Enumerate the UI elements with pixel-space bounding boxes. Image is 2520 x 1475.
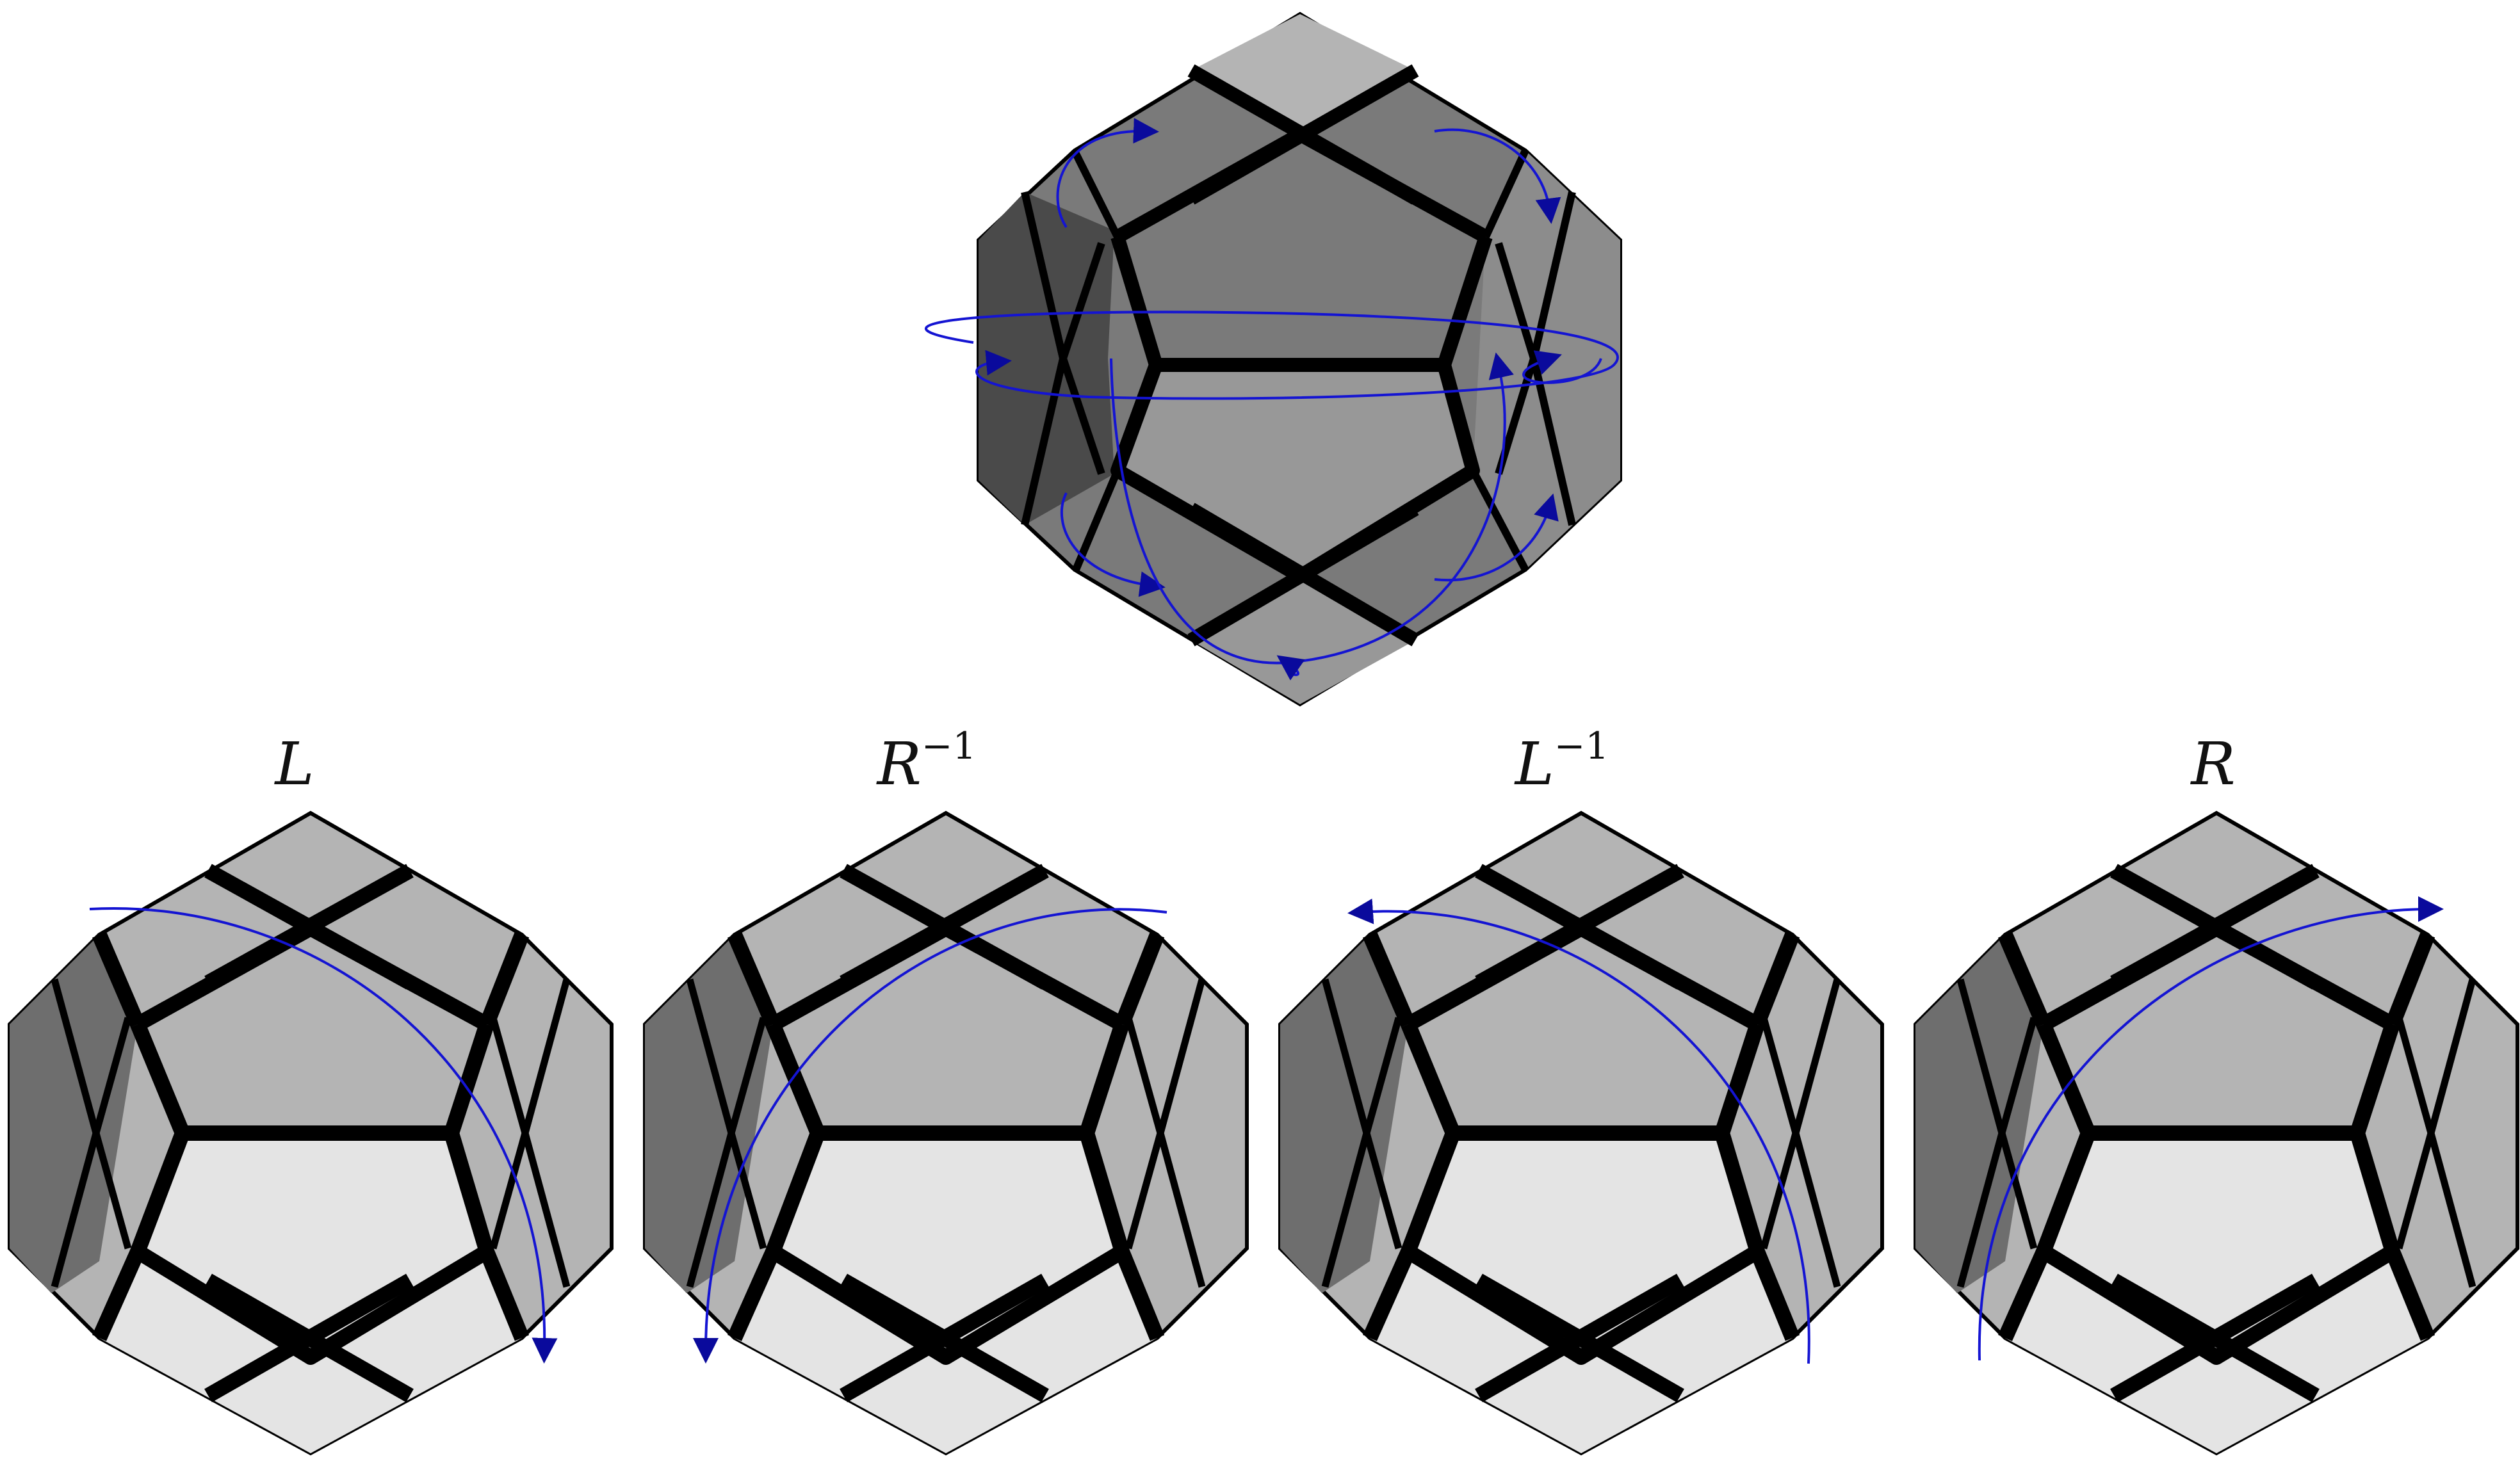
- panel-label: R−1: [876, 724, 977, 798]
- left-face: [1915, 935, 2044, 1293]
- overview-top-face: [1191, 14, 1415, 134]
- left-face: [1280, 935, 1408, 1293]
- rotation-arrow-icon: [1978, 896, 2444, 1361]
- panel-move-3: L−1: [1278, 724, 1884, 1456]
- panel-move-4: R: [1914, 730, 2519, 1456]
- panel-label: R: [2190, 730, 2235, 798]
- left-face: [645, 935, 773, 1293]
- overview-puzzle: [925, 12, 1622, 707]
- rotation-arrow-icon: [925, 118, 1619, 681]
- left-face: [10, 935, 138, 1293]
- overview-left-face: [979, 192, 1114, 525]
- panel-move-1: L: [8, 730, 614, 1456]
- rotation-arrow-icon: [693, 908, 1167, 1364]
- panel-label: L: [273, 730, 314, 798]
- panel-label: L−1: [1514, 724, 1609, 798]
- rotation-arrow-icon: [1347, 898, 1810, 1364]
- rotation-arrow-icon: [89, 907, 558, 1364]
- panel-move-2: R−1: [643, 724, 1249, 1456]
